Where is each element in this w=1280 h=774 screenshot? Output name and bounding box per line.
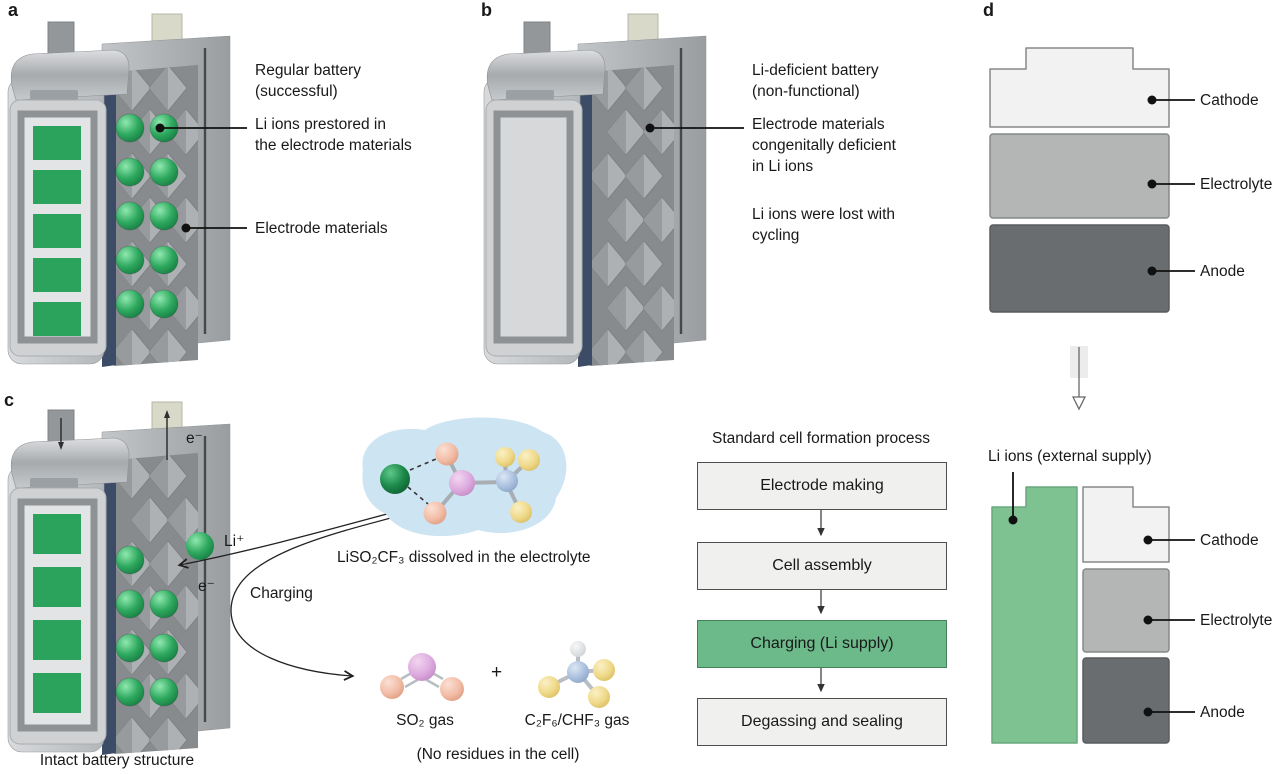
battery-intact-charging bbox=[2, 398, 237, 758]
li-ion-sphere bbox=[115, 157, 145, 187]
panel-d-top-stack bbox=[989, 47, 1170, 313]
li-ion-sphere bbox=[149, 677, 179, 707]
cathode-shape-bottom bbox=[1082, 486, 1170, 563]
flowchart-title: Standard cell formation process bbox=[712, 430, 930, 447]
cathode-shape-top bbox=[989, 47, 1170, 128]
liso2cf3-label: LiSO₂CF₃ dissolved in the electrolyte bbox=[337, 549, 591, 566]
electrolyte-shape-top bbox=[989, 133, 1170, 219]
cathode-label-top: Cathode bbox=[1200, 92, 1259, 109]
current-arrows bbox=[58, 410, 170, 460]
ions-lost-cycling-label: Li ions were lost with cycling bbox=[752, 206, 896, 244]
charge-bar bbox=[33, 673, 81, 713]
li-ion-sphere bbox=[149, 589, 179, 619]
li-ion-sphere bbox=[115, 289, 145, 319]
li-ion-sphere bbox=[149, 113, 179, 143]
li-supply-shape bbox=[991, 486, 1078, 744]
battery-illustration bbox=[7, 401, 231, 755]
electrolyte-label-bottom: Electrolyte bbox=[1200, 612, 1273, 629]
electrolyte-shape-bottom bbox=[1082, 568, 1170, 653]
electrode-materials-label: Electrode materials bbox=[255, 220, 388, 237]
anode-shape-top bbox=[989, 224, 1170, 313]
li-deficient-battery-label: Li-deficient battery (non-functional) bbox=[752, 62, 879, 100]
panel-a-letter: a bbox=[8, 0, 19, 20]
battery-li-deficient bbox=[478, 10, 713, 370]
electrolyte-label-top: Electrolyte bbox=[1200, 176, 1273, 193]
battery-icon-frame bbox=[493, 110, 574, 344]
process-arrow-down bbox=[1070, 346, 1088, 411]
battery-regular bbox=[2, 10, 237, 370]
pouch-crimp bbox=[10, 437, 130, 489]
flow-step-electrode-making: Electrode making bbox=[697, 462, 947, 510]
flow-step-cell-assembly: Cell assembly bbox=[697, 542, 947, 590]
anode-label-top: Anode bbox=[1200, 263, 1245, 280]
charge-bar bbox=[33, 126, 81, 160]
electron-top-label: e⁻ bbox=[186, 430, 203, 447]
anode-label-bottom: Anode bbox=[1200, 704, 1245, 721]
congenitally-deficient-label: Electrode materials congenitally deficie… bbox=[752, 116, 896, 175]
li-ion-sphere bbox=[115, 589, 145, 619]
charge-bar bbox=[33, 214, 81, 248]
panel-c-letter: c bbox=[4, 390, 15, 410]
li-ion-sphere bbox=[149, 201, 179, 231]
li-ion-sphere bbox=[115, 545, 145, 575]
li-ion-sphere bbox=[115, 245, 145, 275]
flow-step-charging-li-supply: Charging (Li supply) bbox=[697, 620, 947, 668]
li-external-supply-label: Li ions (external supply) bbox=[988, 448, 1152, 465]
li-ion-sphere bbox=[149, 245, 179, 275]
charge-bar bbox=[33, 567, 81, 607]
no-residues-label: (No residues in the cell) bbox=[416, 746, 580, 763]
battery-illustration bbox=[7, 13, 231, 367]
panel-d-callouts bbox=[1008, 95, 1195, 717]
li-ion-sphere bbox=[115, 201, 145, 231]
so2-gas-label: SO₂ gas bbox=[396, 712, 454, 729]
li-ion-sphere bbox=[149, 633, 179, 663]
li-ion-sphere bbox=[115, 677, 145, 707]
panel-b-letter: b bbox=[481, 0, 492, 20]
electron-bottom-label: e⁻ bbox=[198, 578, 215, 595]
regular-battery-label: Regular battery (successful) bbox=[255, 62, 361, 100]
li-ion-sphere bbox=[115, 633, 145, 663]
charge-bar bbox=[33, 258, 81, 292]
charge-bar bbox=[33, 302, 81, 336]
li-ion-sphere bbox=[115, 113, 145, 143]
cathode-label-bottom: Cathode bbox=[1200, 532, 1259, 549]
so2-molecule bbox=[380, 653, 464, 701]
flow-step-degassing-sealing: Degassing and sealing bbox=[697, 698, 947, 746]
anode-shape-bottom bbox=[1082, 657, 1170, 744]
chf3-gas-label: C₂F₆/CHF₃ gas bbox=[524, 712, 630, 729]
panel-d-bottom-stack bbox=[991, 486, 1170, 744]
li-ion-label: Li⁺ bbox=[224, 533, 245, 550]
charge-bar bbox=[33, 620, 81, 660]
li-ions-prestored-label: Li ions prestored in the electrode mater… bbox=[255, 116, 412, 154]
pouch-crimp bbox=[10, 49, 130, 101]
charge-bar bbox=[33, 514, 81, 554]
pouch-crimp bbox=[486, 49, 606, 101]
li-ion-sphere bbox=[149, 157, 179, 187]
plus-sign: + bbox=[491, 662, 503, 683]
charging-label: Charging bbox=[250, 585, 313, 602]
chf3-molecule bbox=[538, 641, 615, 708]
intact-battery-caption: Intact battery structure bbox=[39, 752, 195, 769]
battery-illustration bbox=[483, 13, 707, 367]
li-ion-sphere bbox=[149, 289, 179, 319]
charge-bar bbox=[33, 170, 81, 204]
liso2cf3-molecule bbox=[362, 417, 567, 537]
panel-d-letter: d bbox=[983, 0, 994, 20]
